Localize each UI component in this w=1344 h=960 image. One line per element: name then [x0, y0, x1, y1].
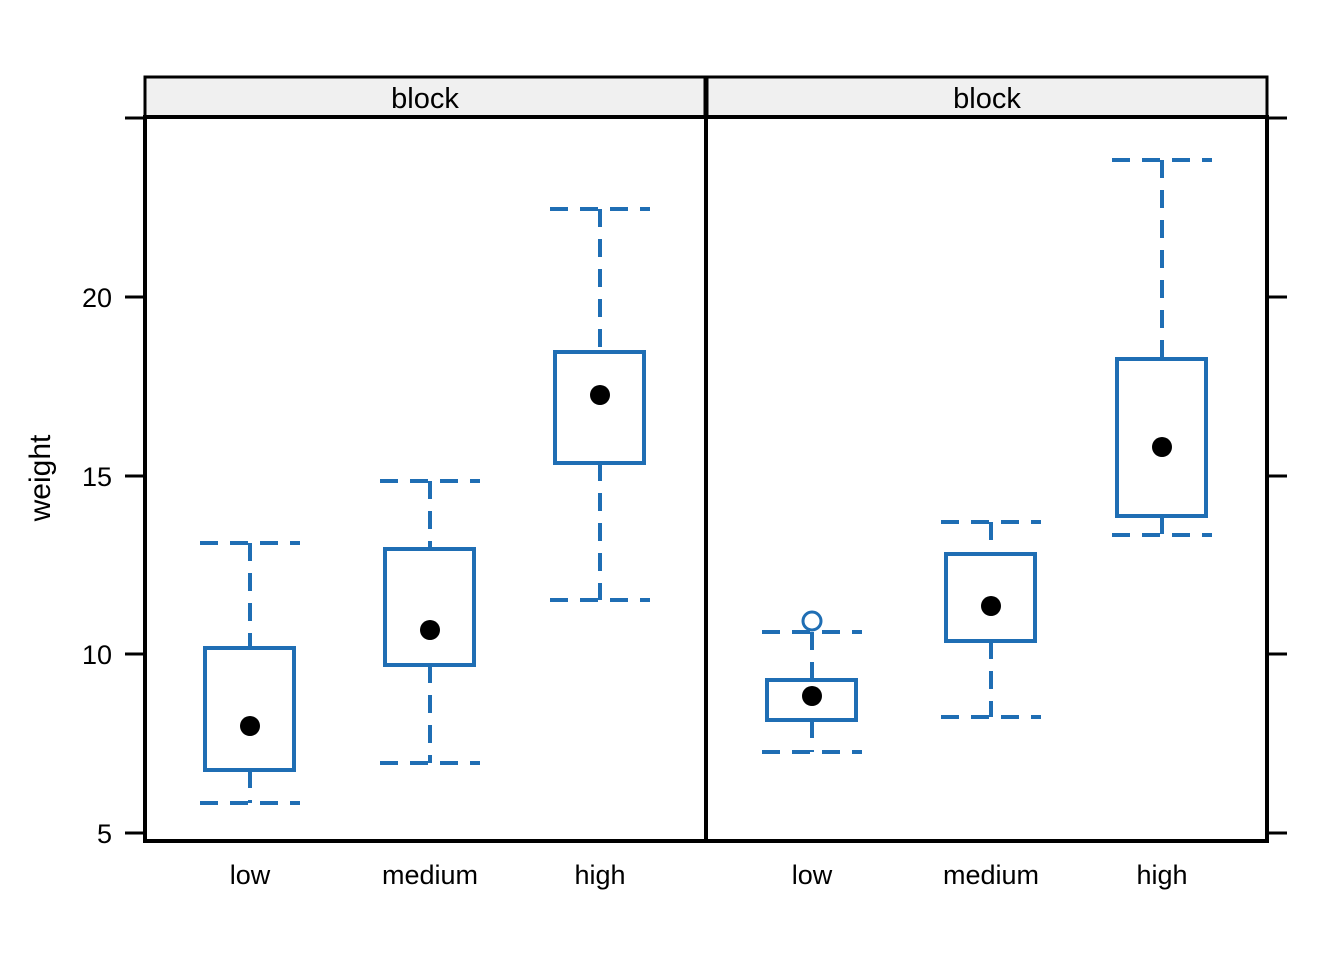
- median-dot: [981, 596, 1001, 616]
- x-label-p2-medium: medium: [943, 860, 1039, 890]
- x-label-p2-low: low: [792, 860, 833, 890]
- x-label-p2-high: high: [1136, 860, 1187, 890]
- y-tick-label-10: 10: [82, 640, 112, 670]
- y-axis-title: weight: [24, 434, 57, 522]
- strip-right-label: block: [953, 83, 1021, 115]
- median-dot: [1152, 437, 1172, 457]
- median-dot: [802, 686, 822, 706]
- outlier-point: [801, 610, 823, 632]
- y-tick-label-5: 5: [97, 819, 112, 849]
- median-dot: [590, 385, 610, 405]
- box-p1-medium[interactable]: [380, 479, 480, 765]
- box-p1-low[interactable]: [200, 541, 300, 805]
- strip-left-label: block: [391, 83, 459, 115]
- box-p1-high[interactable]: [550, 207, 650, 602]
- y-tick-label-15: 15: [82, 462, 112, 492]
- y-axis-ticks-right: [1267, 116, 1287, 835]
- x-label-p1-high: high: [574, 860, 625, 890]
- median-dot: [240, 716, 260, 736]
- strip-header-left: block: [143, 75, 707, 119]
- box-p2-medium[interactable]: [941, 520, 1041, 719]
- x-label-p1-low: low: [230, 860, 271, 890]
- strip-header-right: block: [705, 75, 1269, 119]
- y-axis-ticks-left: [125, 116, 145, 835]
- box-p2-high[interactable]: [1112, 158, 1212, 537]
- y-tick-label-20: 20: [82, 283, 112, 313]
- panel-2: [762, 158, 1212, 754]
- x-label-p1-medium: medium: [382, 860, 478, 890]
- median-dot: [420, 620, 440, 640]
- panel-1: [200, 207, 650, 805]
- box-p2-low[interactable]: [762, 610, 862, 754]
